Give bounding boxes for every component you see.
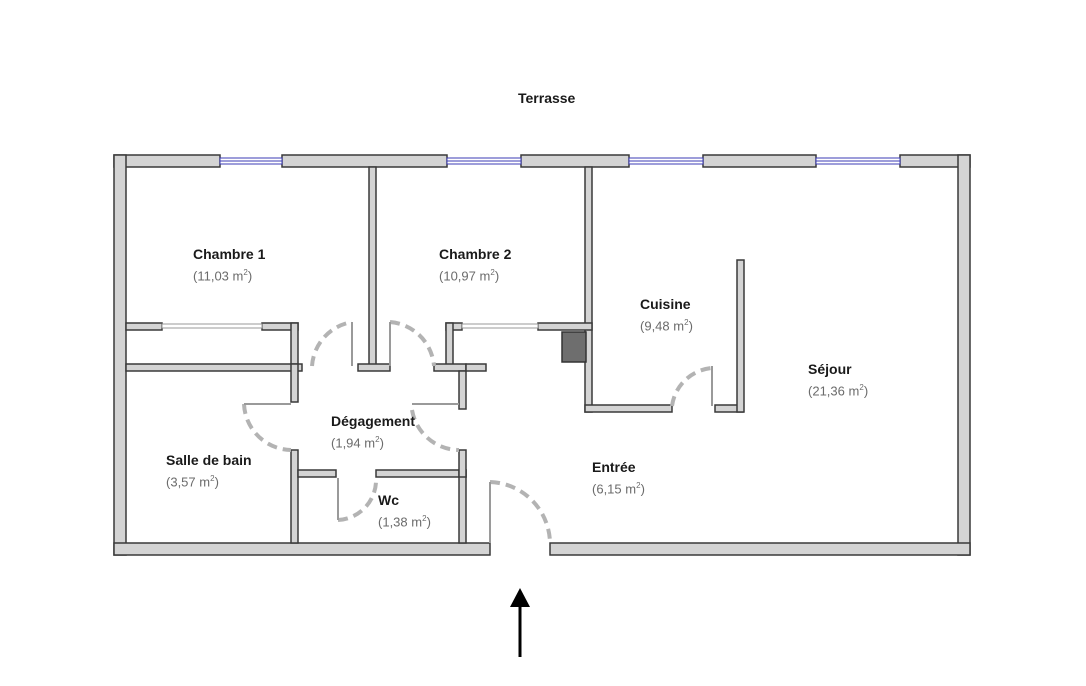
room-salle-de-bain: Salle de bain (3,57 m2) [166, 452, 252, 489]
duct-fixture [561, 331, 587, 363]
wall-segment [281, 154, 448, 168]
room-degagement: Dégagement (1,94 m2) [331, 413, 415, 450]
wall-segment [584, 404, 673, 413]
wall-segment [433, 363, 467, 372]
room-name: Chambre 2 [439, 246, 512, 262]
door-swing-chambre-1 [310, 320, 353, 367]
room-chambre-2: Chambre 2 (10,97 m2) [439, 246, 511, 283]
door-swing-degagement [410, 409, 460, 452]
wall-segment [702, 154, 817, 168]
doors [161, 320, 713, 544]
room-cuisine: Cuisine (9,48 m2) [640, 296, 693, 333]
room-name: Entrée [592, 459, 636, 475]
wall-segment [113, 542, 491, 556]
room-entree: Entrée (6,15 m2) [592, 459, 645, 496]
fixtures [561, 331, 587, 363]
room-area: (3,57 m2) [166, 474, 219, 490]
room-name: Dégagement [331, 413, 416, 429]
wall-segment [113, 154, 221, 168]
room-chambre-1: Chambre 1 (11,03 m2) [193, 246, 265, 283]
room-area: (9,48 m2) [640, 318, 693, 334]
outside-label-terrasse: Terrasse [518, 90, 576, 106]
wall-segment [520, 154, 630, 168]
wall-segment [125, 363, 303, 372]
door-swing-cuisine [670, 366, 713, 407]
door-swing-entree [489, 480, 552, 544]
wall-segment [465, 363, 487, 372]
room-sejour: Séjour (21,36 m2) [808, 361, 868, 398]
wall-segment [113, 154, 127, 556]
closet-door [461, 323, 539, 329]
walls [113, 154, 971, 556]
entrance-arrow [510, 588, 530, 657]
wall-segment [290, 363, 299, 403]
wall-segment [297, 469, 337, 478]
wall-segment [290, 449, 299, 544]
windows [219, 157, 901, 165]
door-swing-chambre-2 [389, 320, 436, 367]
room-name: Cuisine [640, 296, 691, 312]
room-area: (1,38 m2) [378, 514, 431, 530]
room-area: (11,03 m2) [193, 268, 253, 284]
room-area: (21,36 m2) [808, 383, 869, 399]
wall-segment [537, 322, 593, 331]
wall-segment [290, 322, 299, 370]
closet-door [161, 323, 263, 329]
wall-segment [445, 322, 454, 370]
wall-segment [375, 469, 467, 478]
room-area: (6,15 m2) [592, 481, 645, 497]
door-swing-salle-de-bain [242, 403, 292, 452]
wall-segment [549, 542, 971, 556]
room-wc: Wc (1,38 m2) [378, 492, 431, 529]
room-name: Séjour [808, 361, 852, 377]
wall-segment [368, 166, 377, 371]
room-area: (1,94 m2) [331, 435, 384, 451]
wall-segment [458, 469, 467, 544]
door-swing-wc [337, 477, 379, 522]
wall-segment [458, 449, 467, 478]
wall-segment [736, 259, 745, 413]
room-name: Chambre 1 [193, 246, 266, 262]
room-name: Salle de bain [166, 452, 252, 468]
wall-segment [125, 322, 163, 331]
room-area: (10,97 m2) [439, 268, 500, 284]
room-name: Wc [378, 492, 399, 508]
wall-segment [458, 370, 467, 410]
wall-segment [957, 154, 971, 556]
wall-segment [584, 166, 593, 413]
wall-segment [357, 363, 391, 372]
